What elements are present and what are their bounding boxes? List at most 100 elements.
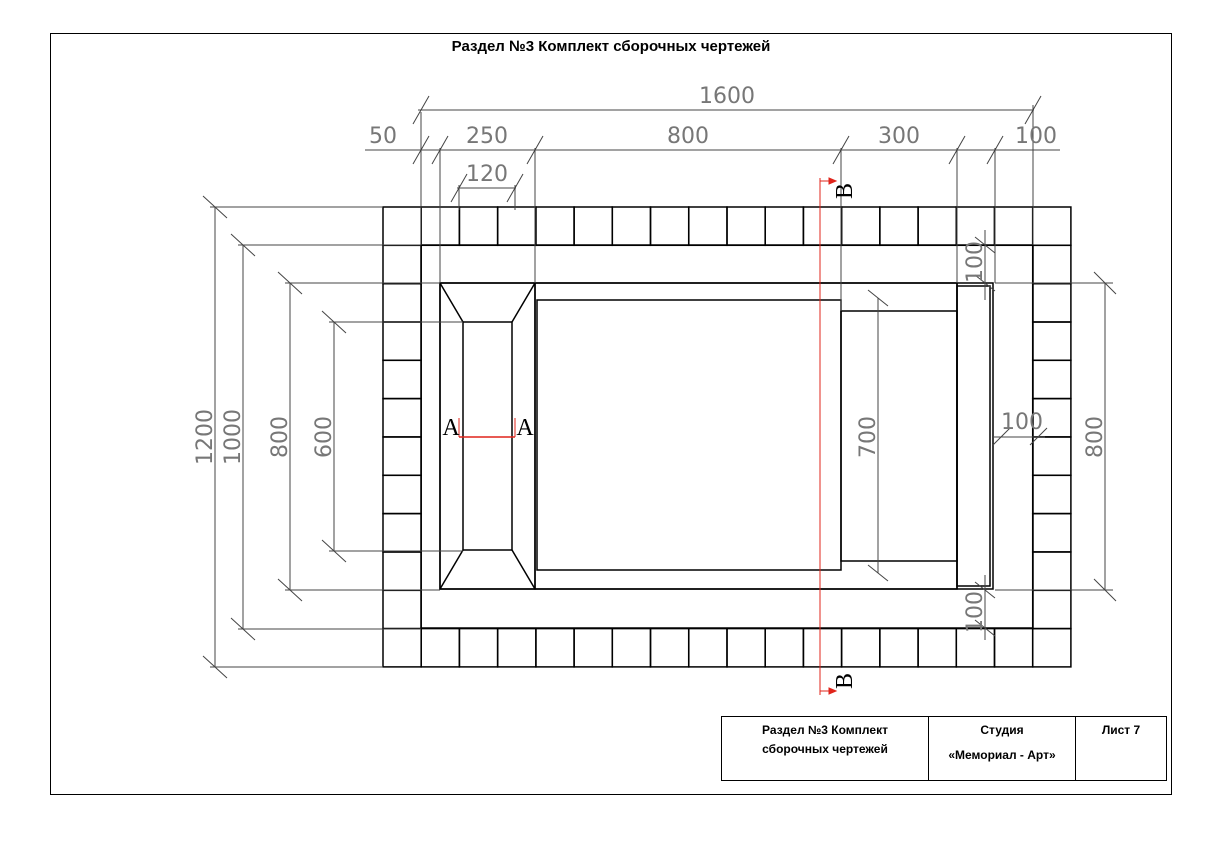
tile xyxy=(382,206,422,247)
flowerbed-outer xyxy=(534,282,958,590)
title-block-sheet-number: Лист 7 xyxy=(1101,723,1141,737)
tile xyxy=(917,206,958,247)
tile xyxy=(535,206,575,247)
tile xyxy=(382,321,422,362)
tick xyxy=(526,135,544,165)
tile xyxy=(688,206,728,247)
tile xyxy=(382,397,422,438)
section-b-top-label: В xyxy=(832,183,858,199)
tile xyxy=(993,627,1034,668)
tick xyxy=(974,236,996,254)
tile xyxy=(726,206,766,247)
stele-bevel xyxy=(511,282,536,323)
tile xyxy=(955,206,996,247)
tile xyxy=(802,206,843,247)
tick xyxy=(867,564,889,582)
tile xyxy=(1031,627,1072,668)
tile xyxy=(764,206,805,247)
tile xyxy=(1031,282,1072,323)
tile xyxy=(382,244,422,285)
title-block-section-line2: сборочных чертежей xyxy=(762,742,888,756)
dim-stele-length: 600 xyxy=(312,416,337,458)
tick xyxy=(832,135,850,165)
title-block-studio-name: «Мемориал - Арт» xyxy=(948,748,1056,762)
tick xyxy=(992,427,1011,446)
tile xyxy=(1031,512,1072,553)
tick xyxy=(948,135,966,165)
arrowhead xyxy=(828,177,838,185)
tile xyxy=(382,512,422,553)
dim-right-offset: 100 xyxy=(1015,124,1057,149)
tick xyxy=(202,655,228,679)
dim-overall-width: 1600 xyxy=(699,84,755,109)
tile xyxy=(420,627,461,668)
tile xyxy=(1031,359,1072,400)
stele-bevel xyxy=(439,282,464,323)
right-edge xyxy=(956,285,991,587)
tile xyxy=(726,627,766,668)
tile xyxy=(1031,551,1072,592)
tick xyxy=(277,271,303,295)
tick xyxy=(974,619,996,637)
tile xyxy=(840,627,881,668)
tile xyxy=(802,627,843,668)
tile xyxy=(879,627,919,668)
dim-slab-zone: 300 xyxy=(878,124,920,149)
tile xyxy=(496,206,537,247)
tile xyxy=(1031,244,1072,285)
sheet-frame xyxy=(50,33,1172,795)
tile xyxy=(840,206,881,247)
tile xyxy=(955,627,996,668)
dim-outer-length: 1000 xyxy=(221,409,246,465)
dim-right-length: 800 xyxy=(1083,416,1108,458)
tile xyxy=(458,206,499,247)
tick xyxy=(202,195,228,219)
tile xyxy=(917,627,958,668)
dim-stele-zone: 250 xyxy=(466,124,508,149)
tick xyxy=(867,289,889,307)
tick xyxy=(974,274,996,292)
stele-inner xyxy=(462,321,513,551)
dim-inner-length: 800 xyxy=(268,416,293,458)
section-a-left-label: А xyxy=(442,415,460,441)
tile xyxy=(1031,474,1072,515)
tick xyxy=(986,135,1004,165)
tick xyxy=(1093,578,1117,602)
tile xyxy=(382,282,422,323)
dim-flowerbed: 800 xyxy=(667,124,709,149)
dim-bottom-gap: 100 xyxy=(963,591,988,633)
title-block-section: Раздел №3 Комплект сборочных чертежей xyxy=(721,716,929,781)
flowerbed-inner xyxy=(536,299,842,571)
title-block-studio: Студия «Мемориал - Арт» xyxy=(928,716,1076,781)
title-block-studio-label: Студия xyxy=(980,723,1024,737)
dim-slab-length: 700 xyxy=(856,416,881,458)
tick xyxy=(321,310,347,334)
tile xyxy=(993,206,1034,247)
tile xyxy=(1031,589,1072,630)
tile xyxy=(535,627,575,668)
tile xyxy=(382,474,422,515)
title-block: Раздел №3 Комплект сборочных чертежей Ст… xyxy=(721,716,1167,781)
tile xyxy=(1031,436,1072,477)
tile xyxy=(1031,206,1072,247)
tile xyxy=(611,627,652,668)
section-a-right-label: А xyxy=(516,415,534,441)
tile xyxy=(1031,321,1072,362)
tile xyxy=(382,551,422,592)
section-b-bottom-label: В xyxy=(832,673,858,689)
tick xyxy=(230,233,256,257)
tick xyxy=(974,581,996,599)
dim-inner-gap: 100 xyxy=(1001,410,1043,435)
sheet-title: Раздел №3 Комплект сборочных чертежей xyxy=(451,38,771,55)
dim-left-offset: 50 xyxy=(369,124,397,149)
tile xyxy=(458,627,499,668)
title-block-section-line1: Раздел №3 Комплект xyxy=(762,723,888,737)
tick xyxy=(1029,427,1048,446)
section-lines xyxy=(458,177,838,695)
tile xyxy=(879,206,919,247)
tick xyxy=(277,578,303,602)
tick xyxy=(1024,95,1042,125)
tile xyxy=(382,436,422,477)
tick xyxy=(321,539,347,563)
tile xyxy=(649,206,690,247)
